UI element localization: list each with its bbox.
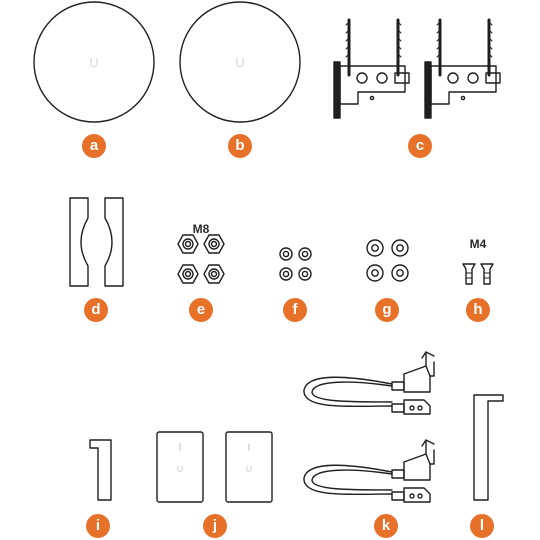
dish-a-icon: U (33, 1, 155, 123)
lock-washers-icon (279, 247, 312, 281)
badge-c: c (408, 134, 432, 158)
badge-j: j (203, 514, 227, 538)
m4-screws-icon (462, 263, 494, 285)
badge-g: g (375, 298, 399, 322)
badge-k: k (374, 514, 398, 538)
svg-text:U: U (177, 464, 184, 474)
badge-h: h (466, 298, 490, 322)
badge-e: e (189, 298, 213, 322)
badge-i: i (86, 514, 110, 538)
svg-text:U: U (246, 464, 253, 474)
poe-adapter-left-icon: U (156, 431, 204, 503)
clamp-pieces-icon (69, 197, 124, 287)
badge-d: d (84, 298, 108, 322)
bracket-right-icon (424, 18, 501, 119)
power-cord-top-icon (303, 351, 435, 415)
dish-b-logo: U (235, 55, 244, 70)
m4-size-label: M4 (469, 237, 487, 251)
m8-size-label: M8 (192, 222, 210, 236)
small-hex-key-icon (89, 439, 112, 501)
poe-adapter-right-icon: U (225, 431, 273, 503)
badge-a: a (82, 134, 106, 158)
flat-washers-icon (366, 239, 409, 282)
badge-l: l (470, 514, 494, 538)
badge-f: f (283, 298, 307, 322)
bracket-left-icon (333, 18, 410, 119)
m8-nuts-icon (177, 234, 225, 284)
power-cord-bottom-icon (303, 439, 435, 503)
badge-b: b (228, 134, 252, 158)
large-hex-key-icon (473, 394, 504, 501)
dish-b-icon: U (179, 1, 301, 123)
dish-a-logo: U (89, 55, 98, 70)
